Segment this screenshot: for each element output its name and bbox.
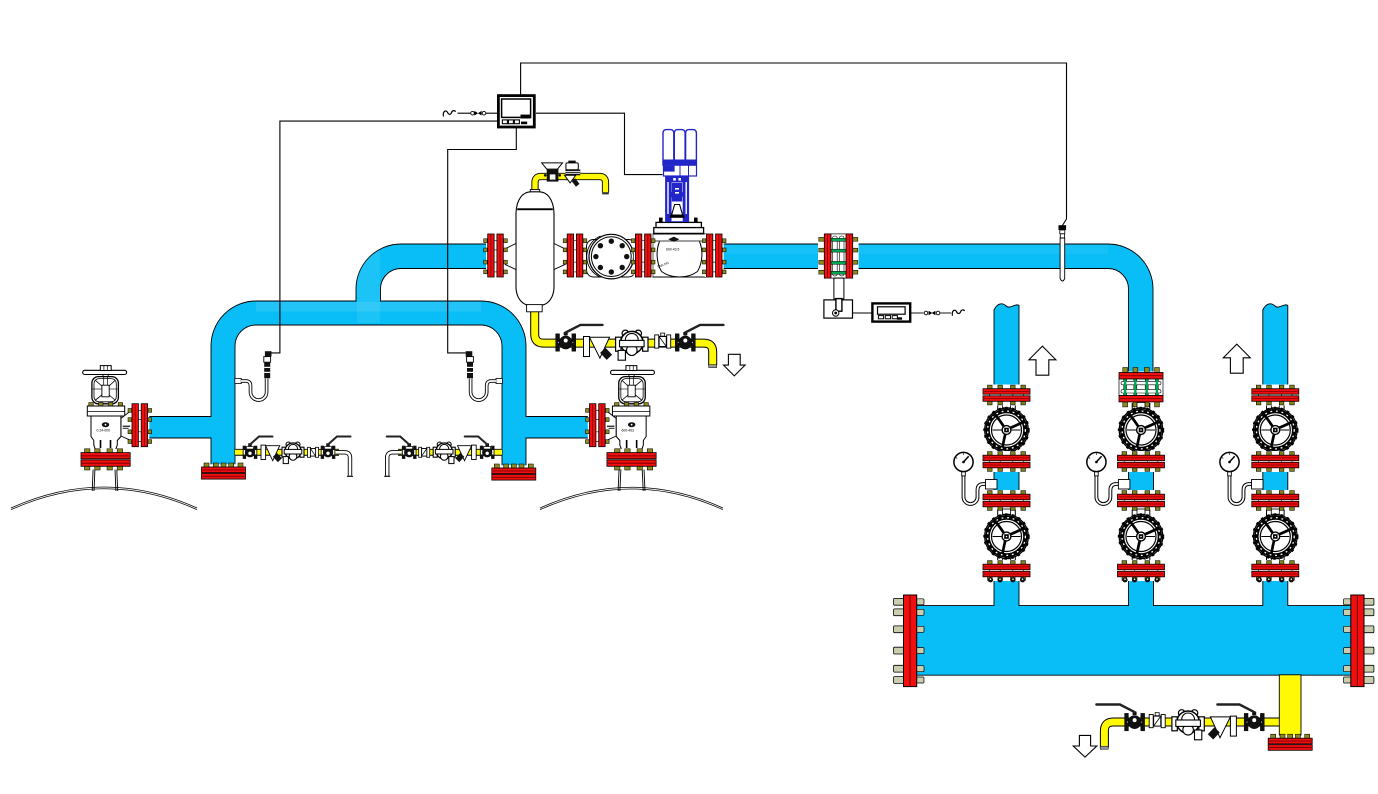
svg-text:600-43.5: 600-43.5 [666, 248, 679, 252]
svg-text:0.24-000: 0.24-000 [97, 429, 110, 433]
svg-text:PN6 DN: PN6 DN [657, 261, 670, 269]
svg-text:600-463: 600-463 [622, 429, 635, 433]
